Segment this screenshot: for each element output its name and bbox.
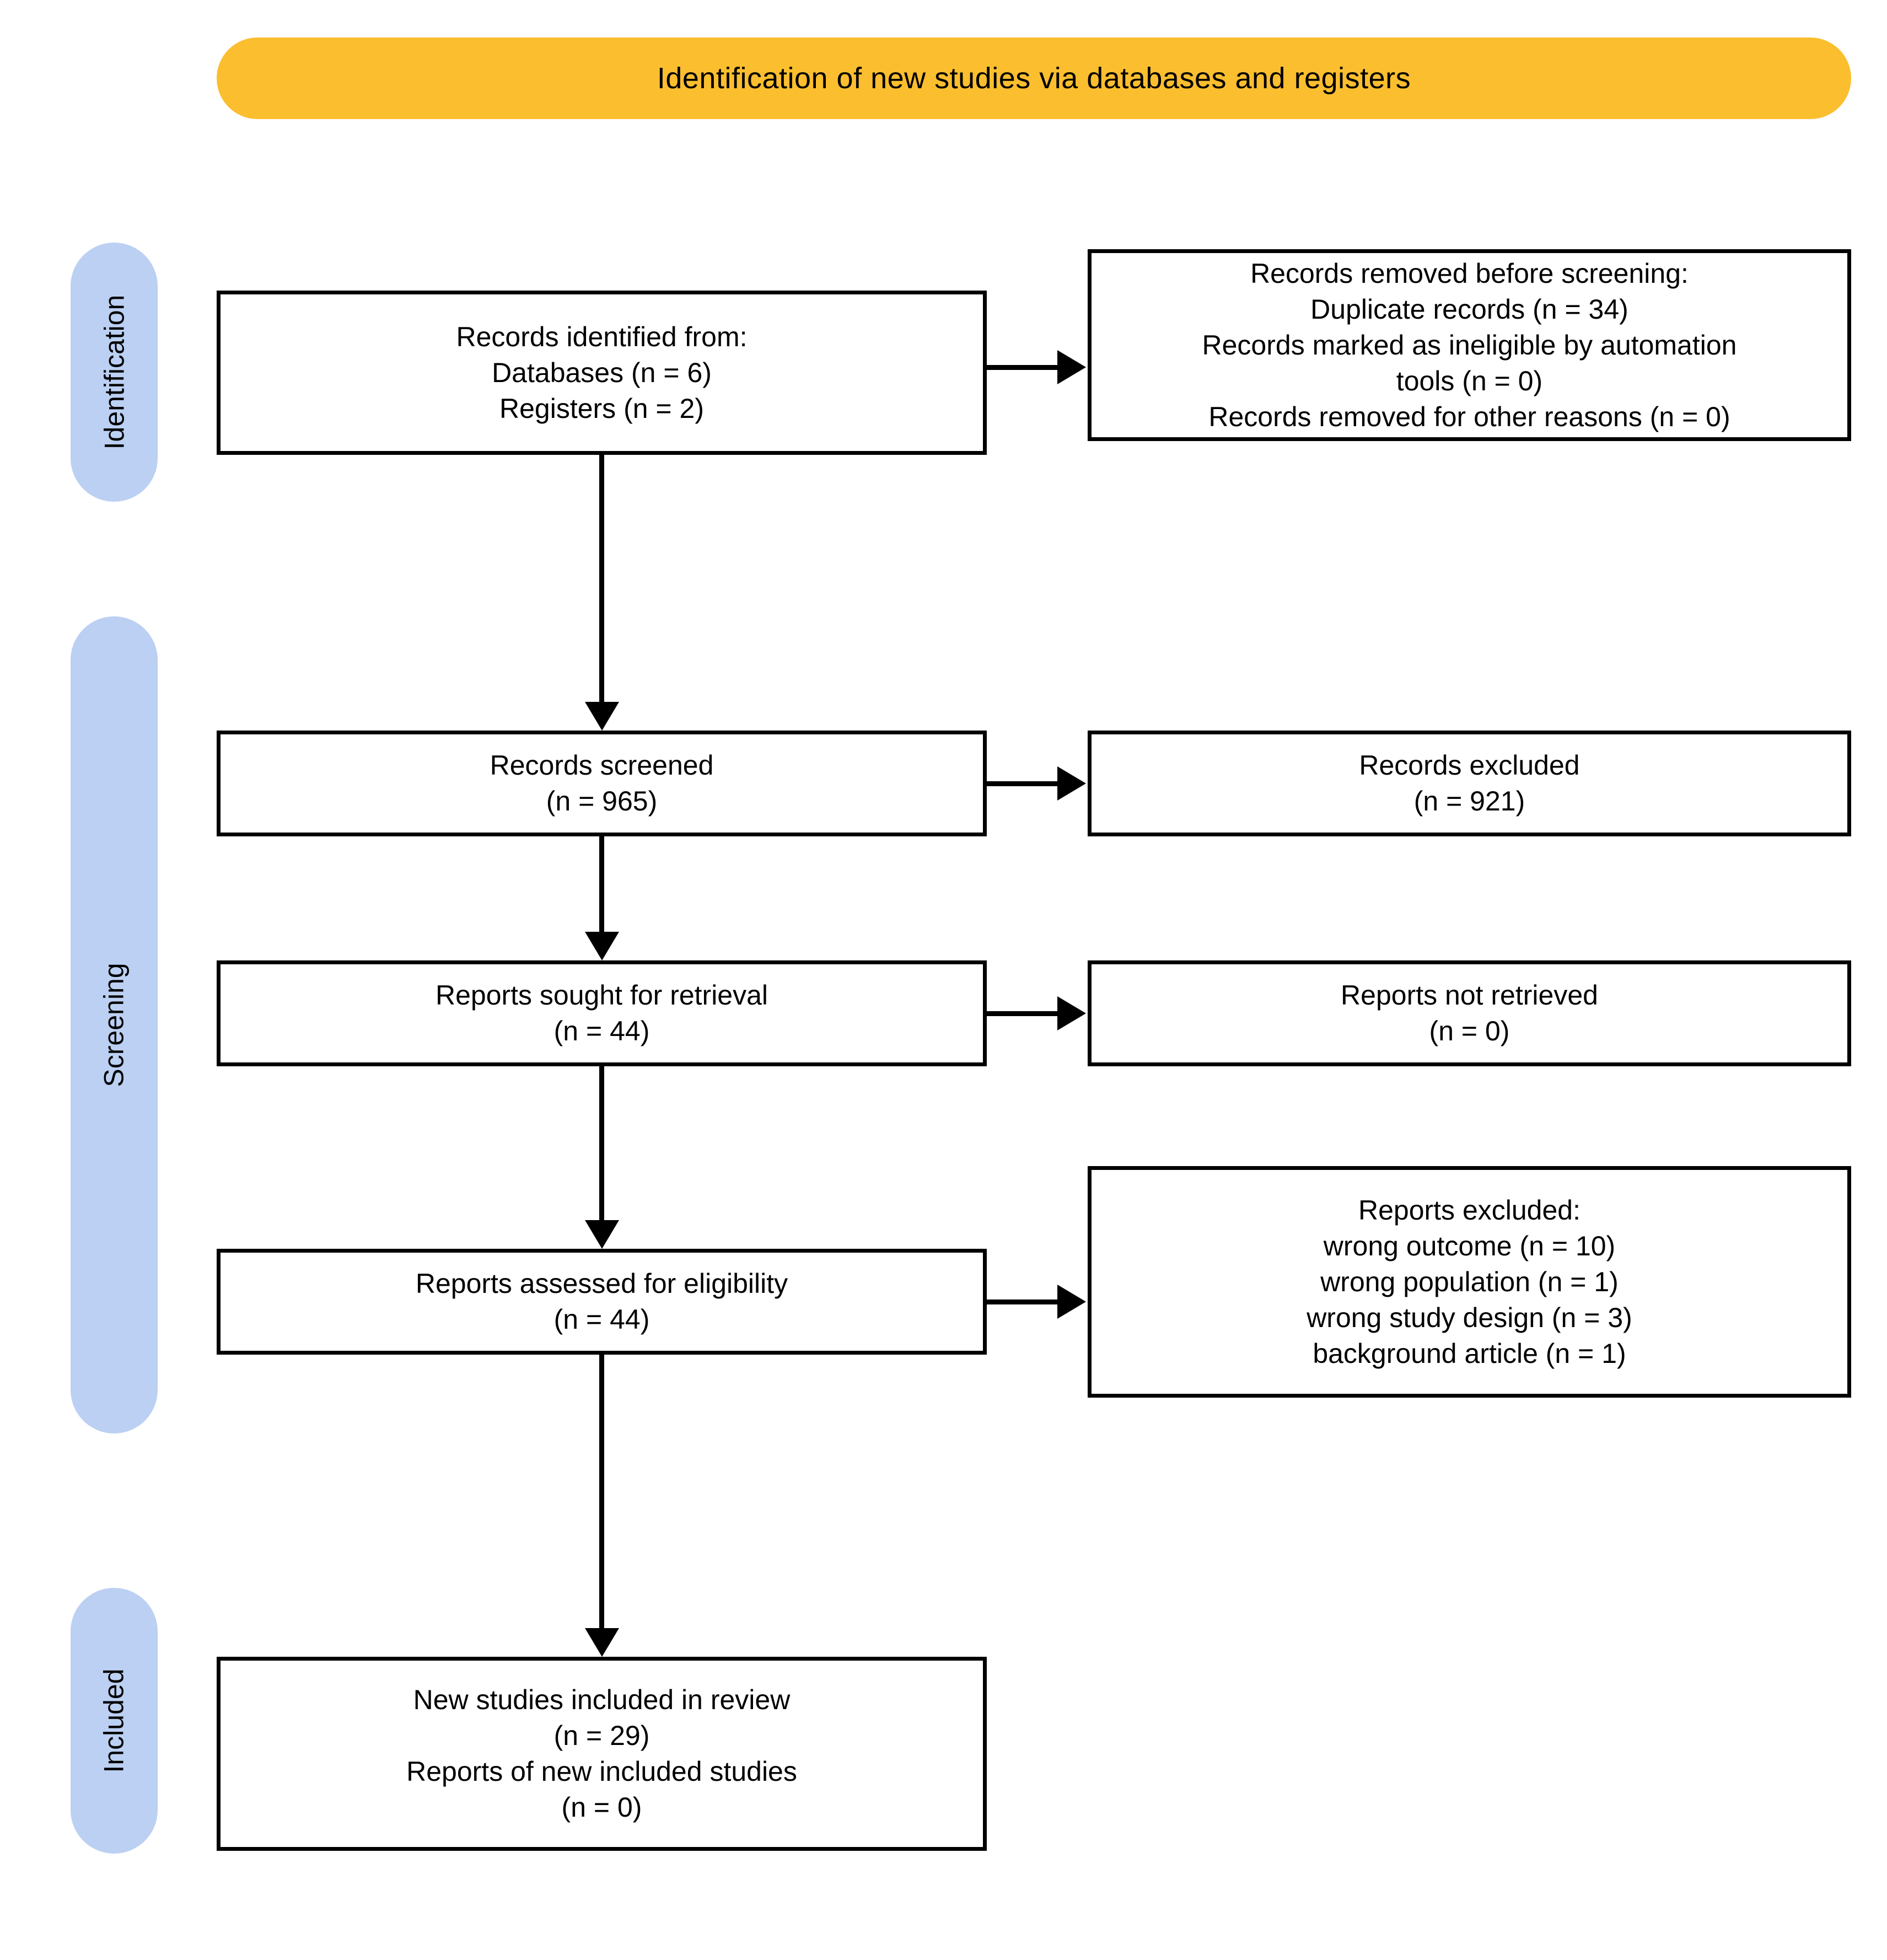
box-records-removed-before-screening: Records removed before screening: Duplic…: [1088, 249, 1851, 441]
arrow-right-icon: [1057, 1285, 1086, 1319]
box-line: (n = 921): [1413, 786, 1525, 817]
stage-pill-identification: Identification: [71, 243, 158, 502]
box-line: Reports not retrieved: [1341, 980, 1598, 1011]
connector-sought-to-not-retrieved: [987, 1011, 1058, 1016]
connector-identified-to-removed: [987, 365, 1058, 370]
stage-label-screening: Screening: [99, 963, 130, 1087]
connector-sought-to-assessed: [599, 1066, 604, 1220]
box-reports-sought-for-retrieval: Reports sought for retrieval (n = 44): [217, 960, 987, 1066]
box-line: wrong study design (n = 3): [1307, 1302, 1632, 1333]
arrow-down-icon: [585, 932, 619, 960]
box-line: Databases (n = 6): [492, 357, 712, 388]
box-line: (n = 44): [553, 1304, 650, 1335]
box-line: wrong outcome (n = 10): [1323, 1230, 1616, 1261]
box-line: wrong population (n = 1): [1320, 1266, 1619, 1297]
box-reports-assessed-for-eligibility: Reports assessed for eligibility (n = 44…: [217, 1249, 987, 1355]
header-banner-title: Identification of new studies via databa…: [657, 62, 1411, 95]
arrow-down-icon: [585, 1220, 619, 1249]
box-line: Records marked as ineligible by automati…: [1202, 329, 1737, 361]
box-line: (n = 29): [553, 1720, 650, 1751]
box-line: Reports sought for retrieval: [435, 980, 768, 1011]
arrow-right-icon: [1057, 996, 1086, 1030]
stage-pill-included: Included: [71, 1588, 158, 1854]
box-line: New studies included in review: [413, 1684, 791, 1715]
connector-screened-to-excluded: [987, 781, 1058, 786]
stage-label-identification: Identification: [99, 294, 130, 450]
box-line: (n = 0): [561, 1792, 642, 1823]
box-line: background article (n = 1): [1313, 1338, 1626, 1369]
box-line: Reports assessed for eligibility: [415, 1268, 788, 1299]
box-records-identified: Records identified from: Databases (n = …: [217, 291, 987, 455]
header-banner: Identification of new studies via databa…: [217, 37, 1851, 119]
box-new-studies-included: New studies included in review (n = 29) …: [217, 1657, 987, 1851]
box-line: Reports of new included studies: [406, 1756, 797, 1787]
box-line: Records identified from:: [456, 321, 748, 352]
arrow-right-icon: [1057, 350, 1086, 384]
box-line: (n = 965): [546, 786, 658, 817]
stage-pill-screening: Screening: [71, 616, 158, 1433]
connector-assessed-to-reports-excluded: [987, 1299, 1058, 1304]
box-line: Records removed for other reasons (n = 0…: [1208, 401, 1730, 432]
box-line: Records excluded: [1359, 750, 1580, 781]
connector-screened-to-sought: [599, 836, 604, 932]
arrow-down-icon: [585, 702, 619, 731]
stage-label-included: Included: [99, 1668, 130, 1773]
connector-assessed-to-included: [599, 1355, 604, 1628]
box-records-screened: Records screened (n = 965): [217, 731, 987, 836]
arrow-down-icon: [585, 1628, 619, 1657]
box-records-excluded: Records excluded (n = 921): [1088, 731, 1851, 836]
connector-identified-to-screened: [599, 455, 604, 703]
box-line: tools (n = 0): [1396, 365, 1543, 396]
box-line: Records removed before screening:: [1250, 257, 1689, 289]
box-line: Registers (n = 2): [499, 393, 704, 424]
box-line: (n = 44): [553, 1016, 650, 1046]
box-line: Reports excluded:: [1358, 1194, 1580, 1226]
box-reports-not-retrieved: Reports not retrieved (n = 0): [1088, 960, 1851, 1066]
box-reports-excluded: Reports excluded: wrong outcome (n = 10)…: [1088, 1166, 1851, 1398]
box-line: Duplicate records (n = 34): [1310, 293, 1628, 325]
box-line: (n = 0): [1429, 1016, 1510, 1046]
arrow-right-icon: [1057, 766, 1086, 801]
box-line: Records screened: [490, 750, 714, 781]
